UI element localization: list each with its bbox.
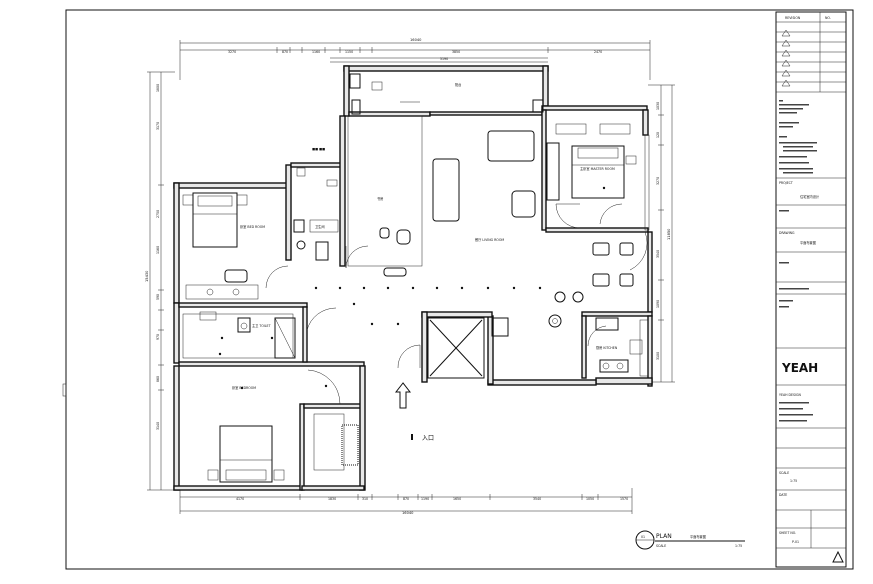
svg-text:4170: 4170 [236, 497, 244, 501]
plan-label: PLAN [656, 533, 672, 540]
entry-arrow: 入口 [394, 344, 434, 442]
left-bedroom: 卧室 BED ROOM [182, 192, 289, 300]
sheet-border [65, 9, 854, 570]
overall-dim-top: 16040 [410, 38, 422, 42]
title-block: REVISION NO. [775, 11, 847, 568]
svg-text:5190: 5190 [440, 57, 448, 61]
svg-text:870: 870 [282, 50, 288, 54]
top-dimensions: 16040 3270 870 1160 1150 3850 2470 5190 [179, 38, 651, 80]
svg-text:860: 860 [156, 376, 160, 382]
tb-sheet-label: SHEET NO. [779, 531, 796, 535]
revision-triangle-icon [781, 29, 791, 37]
svg-text:970: 970 [156, 334, 160, 340]
bathroom-lower: 主卫 TOILET [182, 307, 337, 359]
tb-company: YEAH DESIGN [779, 393, 801, 397]
svg-text:1050: 1050 [586, 497, 594, 501]
svg-text:3850: 3850 [452, 50, 460, 54]
elevator-shaft [427, 317, 485, 379]
plan-scale-value: 1:75 [735, 544, 742, 548]
svg-text:870: 870 [403, 497, 409, 501]
svg-text:3540: 3540 [533, 497, 541, 501]
svg-text:1190: 1190 [421, 497, 429, 501]
walls [173, 65, 653, 491]
room-label-bed2: 卧室 BED ROOM [240, 224, 265, 229]
svg-text:1030: 1030 [656, 102, 660, 110]
svg-text:1090: 1090 [656, 300, 660, 308]
overall-dim-right: 11850 [667, 228, 671, 240]
svg-text:2750: 2750 [156, 210, 160, 218]
revision-triangle-icon [781, 39, 791, 47]
right-dimensions: 11850 1030 120 3270 3540 1090 3100 [648, 84, 675, 383]
balcony-fixtures: 阳台 [349, 73, 544, 115]
svg-text:1160: 1160 [156, 246, 160, 254]
ceiling-lights [218, 186, 606, 390]
revision-triangle-icon [781, 79, 791, 87]
tb-no-header: NO. [825, 16, 831, 20]
room-label-dining: 餐厅 LIVING ROOM [475, 237, 504, 242]
tb-sheet-value: P-01 [792, 540, 799, 544]
room-label-bath2: 主卫 TOILET [252, 323, 271, 328]
lower-left-bedroom: 卧室 BEDROOM [207, 369, 359, 483]
top-right-bedroom: 主卧室 MASTER ROOM [546, 123, 637, 229]
svg-text:3270: 3270 [228, 50, 236, 54]
left-dimensions: 15430 1800 3170 2750 1160 590 970 860 31… [145, 71, 175, 491]
room-label-study: 书房 [377, 196, 383, 201]
kitchen: 厨房 KITCHEN [587, 317, 649, 377]
svg-text:1800: 1800 [156, 84, 160, 92]
svg-text:1650: 1650 [453, 497, 461, 501]
tb-project-value: 住宅室内设计 [800, 194, 820, 199]
tb-project-label: PROJECT [779, 181, 793, 185]
overall-dim-left: 15430 [145, 270, 149, 282]
svg-text:3170: 3170 [156, 122, 160, 130]
revision-triangle-icon [781, 49, 791, 57]
sheet-outer-tick [62, 383, 67, 397]
bottom-dimensions: 4170 1830 310 870 1190 1650 3540 1050 15… [179, 488, 633, 515]
tb-drawing-value: 平面布置图 [800, 240, 816, 245]
tb-scale-value: 1:75 [790, 479, 797, 483]
plan-title-block: 01 PLAN 平面布置图 SCALE 1:75 [635, 530, 745, 550]
svg-text:120: 120 [656, 132, 660, 138]
tb-logo: YEAH [781, 361, 818, 375]
north-triangle-icon [832, 550, 844, 563]
svg-text:■■ ■■: ■■ ■■ [312, 147, 325, 151]
plan-number: 01 [641, 535, 645, 539]
room-label-bath1: 卫生间 [315, 224, 325, 229]
room-label-balcony: 阳台 [455, 82, 461, 87]
revision-triangle-icon [781, 59, 791, 67]
room-label-kitchen: 厨房 KITCHEN [596, 345, 618, 350]
tb-rev-header: REVISION [785, 16, 801, 20]
svg-text:3140: 3140 [156, 422, 160, 430]
svg-text:310: 310 [362, 497, 368, 501]
svg-text:1830: 1830 [328, 497, 336, 501]
svg-text:平面布置图: 平面布置图 [690, 534, 706, 539]
plan-scale-label: SCALE [656, 544, 666, 548]
room-label-master: 主卧室 MASTER ROOM [580, 166, 615, 171]
svg-text:3270: 3270 [656, 177, 660, 185]
tb-scale-label: SCALE [779, 471, 789, 475]
revision-triangle-icon [781, 69, 791, 77]
overall-dim-bottom: 16040 [402, 511, 414, 515]
svg-text:1570: 1570 [620, 497, 628, 501]
svg-text:590: 590 [156, 294, 160, 300]
tb-date-label: DATE [779, 493, 787, 497]
svg-text:1150: 1150 [345, 50, 353, 54]
svg-text:2470: 2470 [594, 50, 602, 54]
bathroom-upper: 卫生间 ■■ ■■ [293, 147, 339, 261]
study-room: 书房 [345, 115, 423, 277]
svg-text:3540: 3540 [656, 250, 660, 258]
svg-text:1160: 1160 [312, 50, 320, 54]
living-room: 餐厅 LIVING ROOM [432, 130, 648, 337]
room-label-bed3: 卧室 BEDROOM [232, 385, 256, 390]
entry-label: 入口 [422, 435, 434, 442]
svg-text:3100: 3100 [656, 352, 660, 360]
tb-drawing-label: DRAWING [779, 231, 795, 235]
